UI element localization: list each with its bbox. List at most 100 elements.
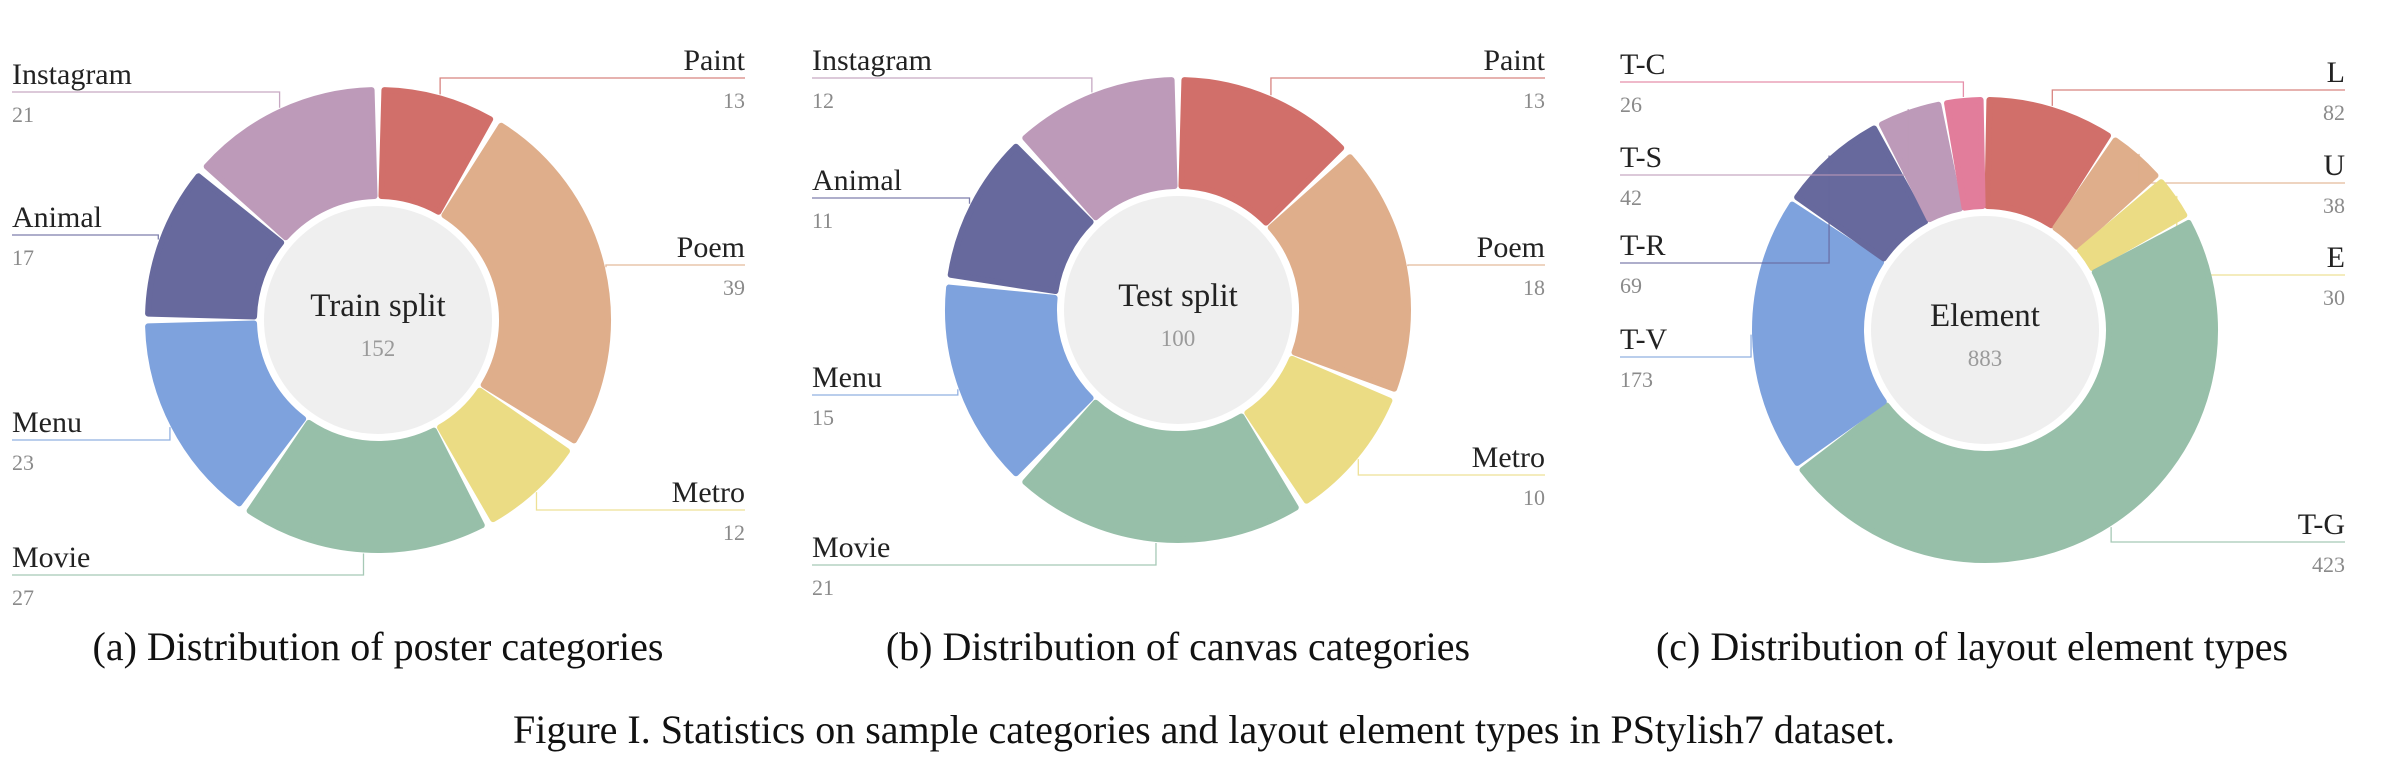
donut-center [1871,216,2099,444]
slice-value: 173 [1620,367,1653,392]
slice-poem [441,122,611,444]
slice-value: 18 [1523,275,1545,300]
slice-paint [1178,77,1345,226]
leader-line [12,553,365,576]
slice-instagram [1022,77,1178,221]
center-value: 100 [1161,326,1196,351]
slice-value: 15 [812,405,834,430]
slice-value: 12 [812,88,834,113]
leader-line [812,389,959,396]
leader-line [2110,527,2345,543]
leader-line [1620,334,1752,358]
caption-c: (c) Distribution of layout element types [1656,624,2288,669]
slice-label: T-V [1620,323,1668,356]
slice-value: 21 [812,575,834,600]
leader-line [12,91,281,108]
slice-label: Movie [812,531,890,564]
donut-center [1064,196,1292,424]
slice-label: Menu [12,406,82,439]
leader-line [439,77,745,95]
slice-value: 21 [12,102,34,127]
slice-animal [947,143,1094,295]
slice-movie [1022,399,1299,543]
slice-label: U [2323,149,2345,182]
slice-label: T-S [1620,141,1662,174]
center-title: Element [1930,298,2040,334]
slice-label: Poem [677,231,745,264]
slice-value: 26 [1620,92,1642,117]
leader-line [1620,155,1830,264]
leader-line [1407,264,1545,267]
slice-label: E [2327,241,2345,274]
leader-line [605,264,745,268]
slice-u [2052,137,2159,250]
leader-line [1357,459,1545,476]
slice-t-v [1752,201,1887,466]
slice-animal [145,173,285,320]
slice-label: L [2327,56,2345,89]
slice-value: 42 [1620,185,1642,210]
slice-label: Instagram [812,44,932,77]
slice-label: T-C [1620,48,1666,81]
slice-value: 10 [1523,485,1545,510]
center-title: Test split [1118,278,1238,314]
slice-label: Paint [1483,44,1545,77]
leader-line [1620,81,1965,98]
slice-value: 23 [12,450,34,475]
slice-value: 13 [1523,88,1545,113]
slice-value: 82 [2323,100,2345,125]
slice-menu [145,320,307,507]
caption-a: (a) Distribution of poster categories [93,624,664,669]
slice-label: Menu [812,361,882,394]
slice-value: 13 [723,88,745,113]
leader-line [12,234,159,240]
slice-label: Animal [12,201,102,234]
leader-line [2051,89,2345,106]
slice-poem [1267,154,1411,392]
leader-line [2138,153,2345,184]
slice-t-c [1944,97,1986,211]
slice-l [1984,97,2112,229]
slice-label: T-R [1620,229,1666,262]
slice-t-g [1799,219,2219,564]
leader-line [12,427,171,441]
center-title: Train split [310,288,445,324]
slice-value: 17 [12,245,34,270]
slice-value: 38 [2323,193,2345,218]
slice-label: Metro [672,476,745,509]
slice-metro [437,387,570,523]
leader-line [812,542,1157,566]
center-value: 883 [1968,346,2003,371]
leader-line [535,492,745,511]
slice-label: Movie [12,541,90,574]
slice-metro [1244,355,1393,504]
slice-label: Animal [812,164,902,197]
slice-label: Metro [1472,441,1545,474]
slice-paint [378,87,494,215]
slice-movie [246,419,485,553]
leader-line [1270,77,1545,96]
figure-caption: Figure I. Statistics on sample categorie… [513,707,1895,752]
center-value: 152 [361,336,396,361]
slice-value: 69 [1620,273,1642,298]
slice-instagram [203,87,378,241]
slice-value: 39 [723,275,745,300]
donut-center [264,206,492,434]
slice-value: 27 [12,585,34,610]
slice-value: 423 [2312,552,2345,577]
slice-value: 11 [812,208,833,233]
slice-label: Paint [683,44,745,77]
leader-line [1620,108,1909,176]
donut-chart-2: Element883L82U38E30T-G423T-V173T-R69T-S4… [1620,48,2345,577]
leader-line [812,77,1093,93]
slice-value: 30 [2323,285,2345,310]
charts-layer: Train split152Paint13Poem39Metro12Movie2… [12,44,2345,610]
slice-e [2077,179,2188,272]
slice-label: Poem [1477,231,1545,264]
slice-value: 12 [723,520,745,545]
leader-line [812,197,971,204]
slice-t-s [1878,101,1963,223]
